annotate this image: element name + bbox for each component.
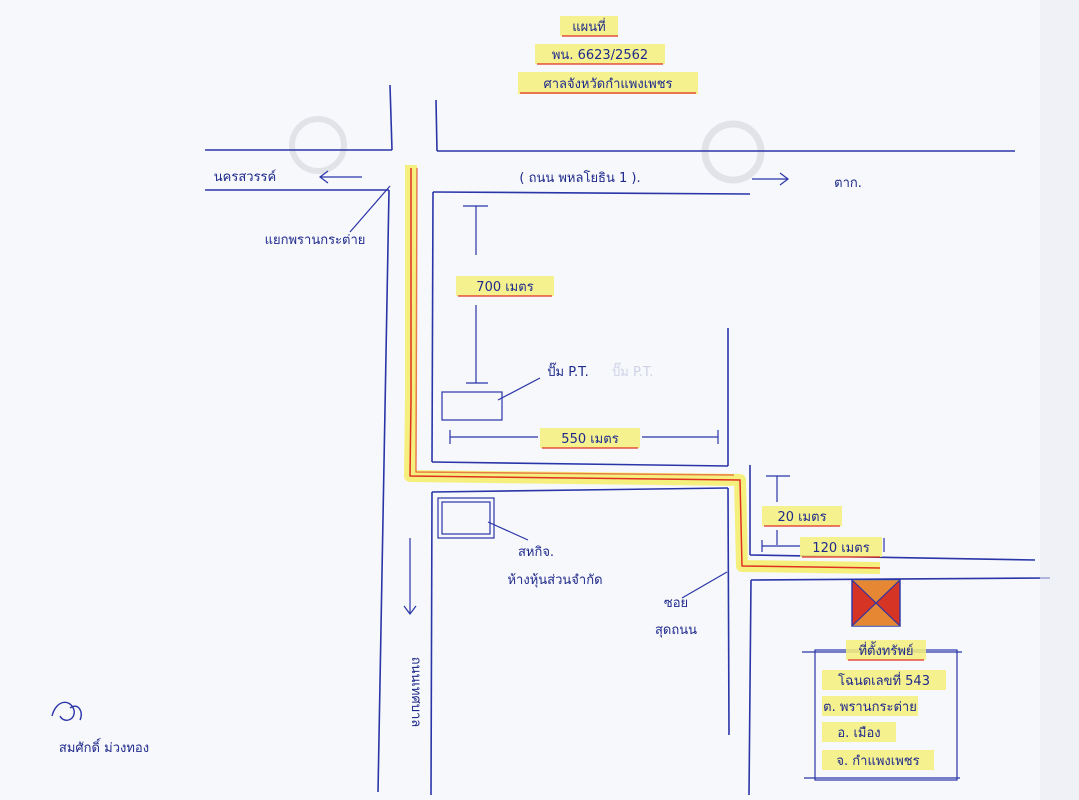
soi-label-1: ซอย xyxy=(664,596,688,611)
dist-top-highlight xyxy=(456,276,554,296)
cross-road-north-right xyxy=(435,99,438,152)
scan-edge xyxy=(1040,0,1079,800)
addr-title-highlight xyxy=(846,640,926,660)
side-street-bottom-edge xyxy=(431,487,729,493)
vertical-road-name: ถนนเทศบาล xyxy=(408,657,423,727)
landmark-pointer xyxy=(487,521,529,541)
title-highlight-1 xyxy=(560,16,618,36)
gas-station-pointer xyxy=(497,377,541,401)
dist-right-v-label: 20 เมตร xyxy=(777,510,826,525)
arrow-right-head xyxy=(779,172,789,186)
faint-stamp-left xyxy=(289,116,347,174)
gas-station-faint-label: ปั๊ม P.T. xyxy=(612,362,653,380)
soi-label-2: สุดถนน xyxy=(655,623,697,638)
direction-left-label: นครสวรรค์ xyxy=(214,169,276,185)
landmark-label-1: สหกิจ. xyxy=(518,545,554,560)
address-title: ที่ตั้งทรัพย์ xyxy=(858,641,913,659)
addr-line-2-highlight xyxy=(822,696,918,716)
cross-road-north-left xyxy=(389,84,393,151)
address-line-4: จ. กำแพงเพชร xyxy=(836,754,919,769)
title-highlight-3 xyxy=(518,72,698,94)
addr-line-3-highlight xyxy=(822,722,896,742)
address-line-2: ต. พรานกระต่าย xyxy=(823,700,917,715)
title-line-3: ศาลจังหวัดกำแพงเพชร xyxy=(543,77,672,92)
vertical-road-right-edge-lower xyxy=(430,491,433,796)
signature-name: สมศักดิ์ ม่วงทอง xyxy=(59,738,149,756)
arrow-left-head xyxy=(319,170,329,184)
landmark-building xyxy=(437,497,495,539)
address-line-3: อ. เมือง xyxy=(837,725,880,741)
property-marker-shade-bottom xyxy=(852,603,900,626)
landmark-building-inner xyxy=(441,501,491,535)
soi-bottom-left-edge xyxy=(727,487,730,736)
junction-pointer xyxy=(349,185,391,233)
title-line-2: พน. 6623/2562 xyxy=(552,48,648,63)
addr-line-1-highlight xyxy=(822,670,946,690)
junction-label: แยกพรานกระต่าย xyxy=(265,233,366,248)
highway-bottom-right-edge xyxy=(432,191,751,195)
property-marker-diagonal-2 xyxy=(851,579,901,627)
lane-bottom-edge xyxy=(750,577,1051,581)
title-highlight-2 xyxy=(535,44,665,64)
lane-top-edge xyxy=(749,554,1036,561)
faint-stamp-right xyxy=(701,120,765,184)
vertical-road-right-edge-upper xyxy=(431,191,434,463)
direction-right-label: ตาก. xyxy=(834,176,862,191)
route-line xyxy=(409,168,881,569)
arrow-down-head xyxy=(403,605,417,615)
address-line-1: โฉนดเลขที่ 543 xyxy=(838,672,930,689)
route-line-inner xyxy=(415,167,735,476)
dist-mid-label: 550 เมตร xyxy=(561,432,618,447)
soi-right-edge-lower xyxy=(748,579,752,796)
dist-right-v-highlight xyxy=(762,506,842,526)
property-marker-shade-top xyxy=(852,580,900,603)
dist-right-h-label: 120 เมตร xyxy=(812,541,869,556)
dist-mid-highlight xyxy=(540,428,640,448)
gas-station-label: ปั๊ม P.T. xyxy=(547,362,588,380)
main-road-name: ( ถนน พหลโยธิน 1 ). xyxy=(519,170,640,186)
title-line-1: แผนที่ xyxy=(572,18,605,35)
dist-top-label: 700 เมตร xyxy=(476,280,533,295)
dist-right-h-highlight xyxy=(800,537,882,557)
soi-pointer xyxy=(681,571,728,599)
gas-station-building xyxy=(441,391,503,421)
vertical-road-left-edge xyxy=(377,189,390,793)
landmark-label-2: ห้างหุ้นส่วนจำกัด xyxy=(507,573,602,588)
signature-mark xyxy=(51,701,82,721)
side-street-top-edge xyxy=(431,461,729,467)
addr-line-4-highlight xyxy=(822,750,934,770)
